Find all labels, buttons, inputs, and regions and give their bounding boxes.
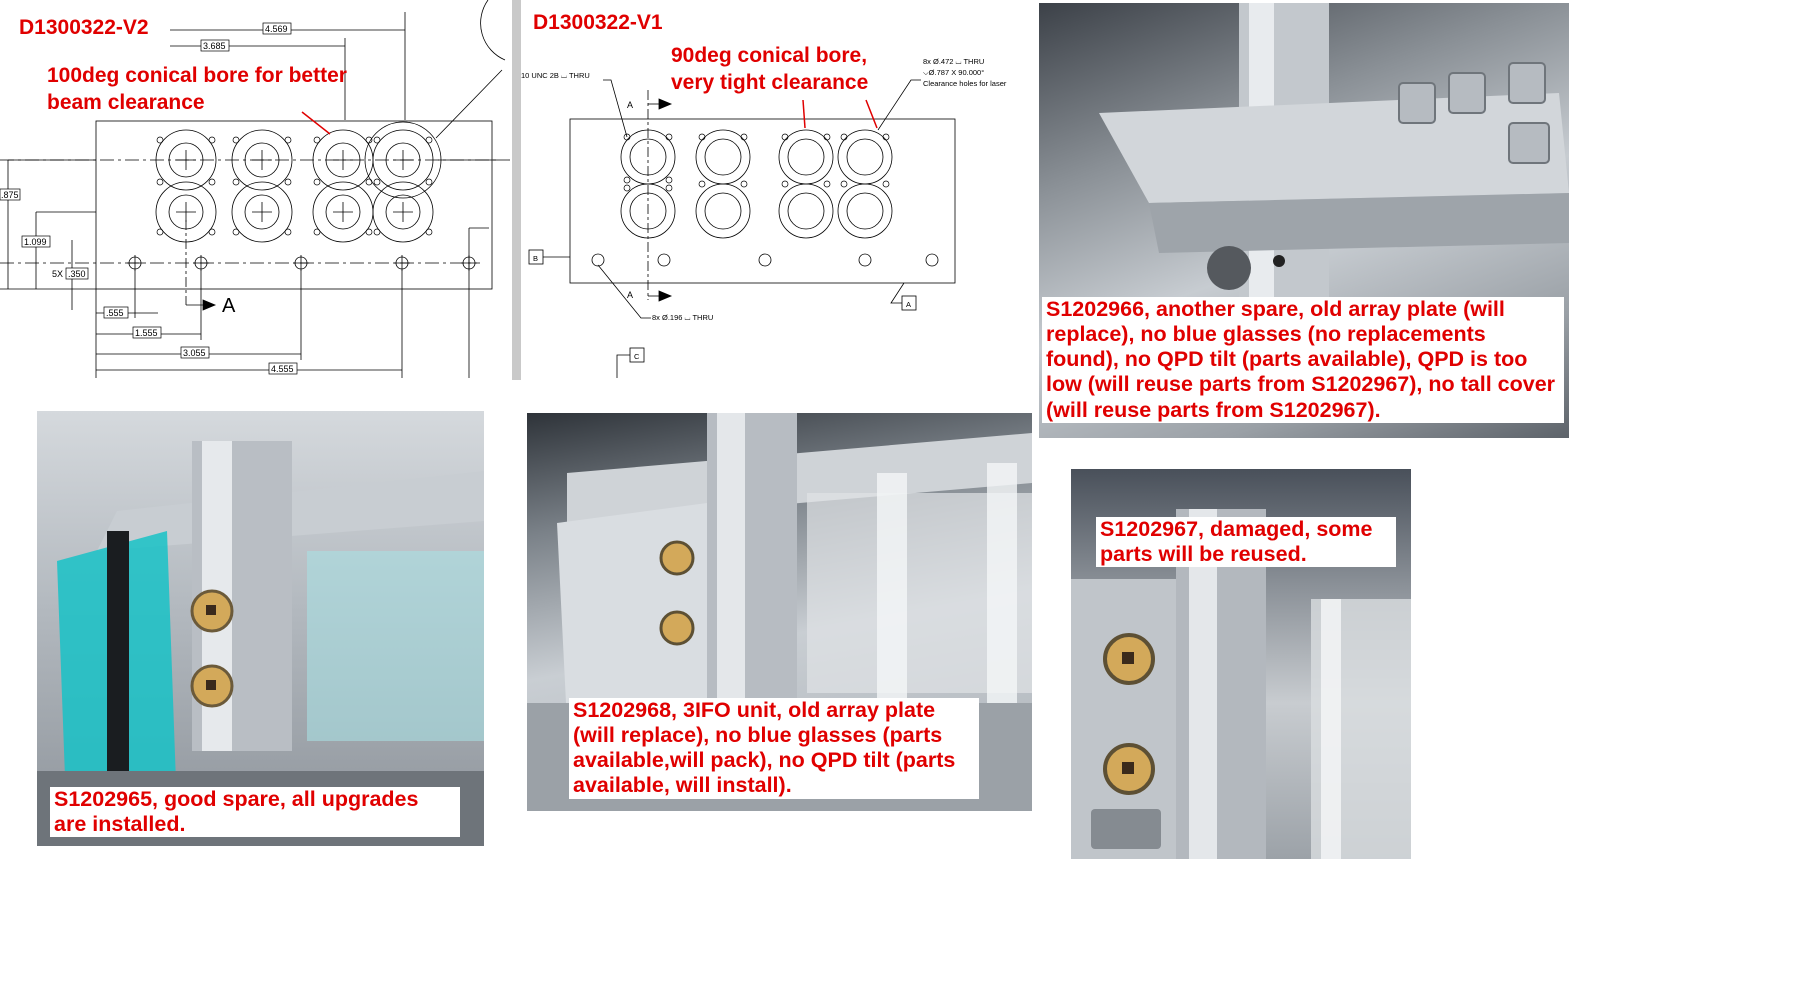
- caption-s1202966: S1202966, another spare, old array plate…: [1042, 297, 1564, 423]
- v1-datum-c: C: [634, 352, 640, 361]
- v1-bore-note: 90deg conical bore, very tight clearance: [671, 44, 869, 94]
- drawing-v2-panel: 4.569 3.685 .875 1.099 5X .350 .555 1.55…: [0, 0, 512, 380]
- drawing-v1-panel: 10 UNC 2B ⌴ THRU 8x Ø.472 ⌴ THRU ⌵Ø.787 …: [521, 0, 1036, 380]
- v1-bore-callout-3: Clearance holes for laser: [923, 79, 1007, 88]
- v2-plate-outline: [95, 120, 493, 290]
- caption-s1202967: S1202967, damaged, some parts will be re…: [1096, 517, 1396, 568]
- v2-dim-1099: 1.099: [24, 237, 47, 247]
- v2-dim-350-prefix: 5X: [52, 269, 63, 279]
- v1-bore-callout-1: 8x Ø.472 ⌴ THRU: [923, 57, 984, 66]
- caption-s1202968: S1202968, 3IFO unit, old array plate (wi…: [569, 698, 979, 799]
- photo-s1202966-art: [1099, 3, 1569, 303]
- v1-datum-a: A: [906, 300, 911, 309]
- drawing-v1-svg: 10 UNC 2B ⌴ THRU 8x Ø.472 ⌴ THRU ⌵Ø.787 …: [521, 57, 1007, 378]
- photo-s1202967-art: [1071, 509, 1411, 859]
- v2-dim-3055: 3.055: [183, 348, 206, 358]
- v2-drawing-id: D1300322-V2: [19, 16, 149, 39]
- v1-hole-callout: 8x Ø.196 ⌴ THRU: [652, 313, 713, 322]
- v1-section-a-bottom: A: [627, 290, 633, 300]
- v1-plate-outline: [569, 118, 956, 284]
- photo-s1202965-art: [37, 441, 484, 846]
- v2-bore-col-4: [364, 121, 442, 243]
- v2-dim-3685: 3.685: [203, 41, 226, 51]
- v1-drawing-id: D1300322-V1: [533, 11, 663, 34]
- v2-bore-note: 100deg conical bore for better beam clea…: [47, 64, 347, 114]
- v2-dim-4555: 4.555: [271, 364, 294, 374]
- v1-section-a-top: A: [627, 100, 633, 110]
- drawing-v2-svg: 4.569 3.685 .875 1.099 5X .350 .555 1.55…: [0, 0, 510, 378]
- v2-bore-col-3: [312, 129, 374, 243]
- photo-s1202965: [37, 411, 484, 846]
- v2-dim-875: .875: [1, 190, 19, 200]
- v2-dim-4569: 4.569: [265, 24, 288, 34]
- v1-datum-b: B: [533, 254, 538, 263]
- v2-dim-1555: 1.555: [135, 328, 158, 338]
- v2-bore-col-2: [231, 129, 293, 243]
- v2-dim-350: .350: [68, 269, 86, 279]
- v2-dim-555: .555: [106, 308, 124, 318]
- drawing-divider: [512, 0, 521, 380]
- v2-section-label: A: [222, 295, 236, 317]
- v1-bore-callout-2: ⌵Ø.787 X 90.000°: [923, 68, 984, 77]
- photo-s1202968-art: [527, 413, 1032, 811]
- v1-row-holes: [591, 253, 939, 267]
- caption-s1202965: S1202965, good spare, all upgrades are i…: [50, 787, 460, 838]
- v1-thread-label: 10 UNC 2B ⌴ THRU: [521, 71, 590, 80]
- v1-bores: [620, 129, 893, 239]
